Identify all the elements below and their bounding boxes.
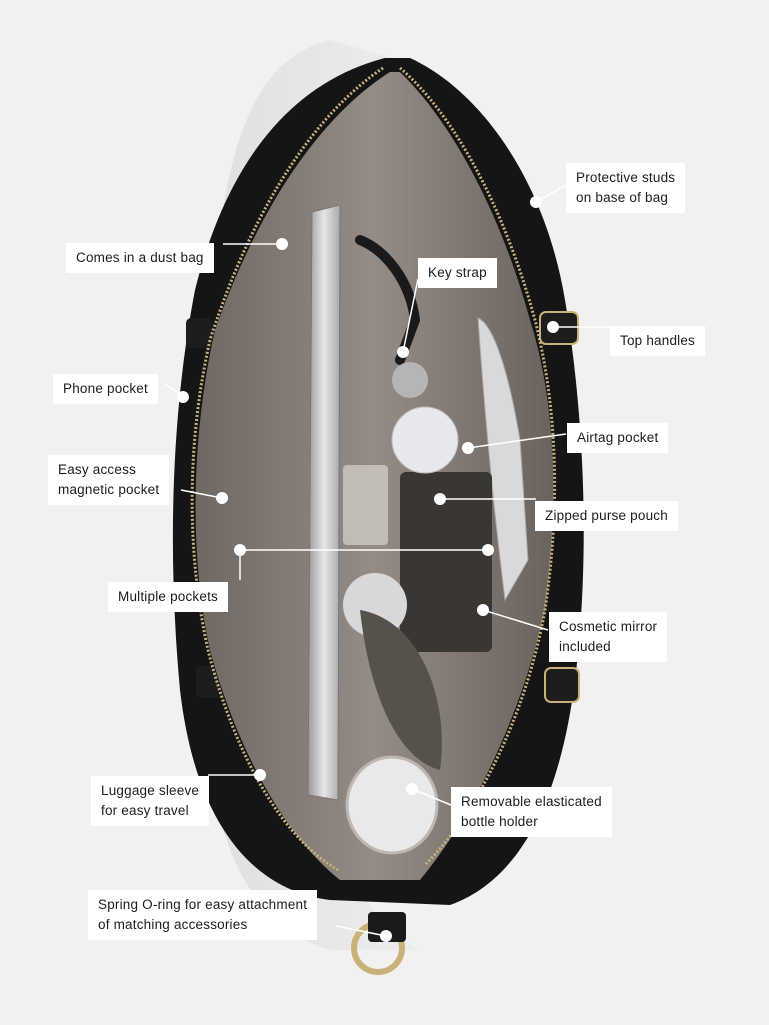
leader-lines <box>164 183 610 937</box>
callout-magnetic-pocket-line1: Easy access <box>58 462 136 477</box>
dot-o-ring <box>380 930 392 942</box>
callout-dots <box>177 196 559 942</box>
dot-phone-pocket <box>177 391 189 403</box>
key-strap <box>355 235 421 365</box>
dot-top-handles <box>547 321 559 333</box>
callout-luggage-sleeve-line1: Luggage sleeve <box>101 783 200 798</box>
callout-phone-pocket-text: Phone pocket <box>63 381 148 396</box>
bottle-holder <box>345 755 439 855</box>
dot-purse-pouch <box>434 493 446 505</box>
callout-cosmetic-mirror-line1: Cosmetic mirror <box>559 619 658 634</box>
callout-airtag-pocket-text: Airtag pocket <box>577 430 659 445</box>
callout-o-ring-line2: of matching accessories <box>98 917 248 932</box>
mirror-panel <box>477 317 529 602</box>
perfume-bottle <box>343 465 388 545</box>
callout-airtag-pocket: Airtag pocket <box>567 423 669 453</box>
dot-multiple-pockets-right <box>482 544 494 556</box>
dot-protective-studs <box>530 196 542 208</box>
callout-o-ring: Spring O-ring for easy attachment of mat… <box>88 890 318 940</box>
callout-multiple-pockets-text: Multiple pockets <box>118 589 218 604</box>
round-container <box>391 406 459 474</box>
callout-top-handles: Top handles <box>610 326 706 356</box>
callout-dust-bag-text: Comes in a dust bag <box>76 250 204 265</box>
dot-cosmetic-mirror <box>477 604 489 616</box>
callout-dust-bag: Comes in a dust bag <box>66 243 214 273</box>
callout-phone-pocket: Phone pocket <box>53 374 158 404</box>
dot-luggage-sleeve <box>254 769 266 781</box>
callout-magnetic-pocket-line2: magnetic pocket <box>58 482 160 497</box>
callout-o-ring-line1: Spring O-ring for easy attachment <box>98 897 308 912</box>
zipper-right <box>399 66 557 867</box>
callout-protective-studs: Protective studs on base of bag <box>566 163 686 213</box>
laptop <box>307 204 341 801</box>
callout-protective-studs-line2: on base of bag <box>576 190 669 205</box>
dot-bottle-holder <box>406 783 418 795</box>
callout-key-strap: Key strap <box>418 258 497 288</box>
callout-protective-studs-line1: Protective studs <box>576 170 676 185</box>
keys <box>392 362 428 398</box>
callout-cosmetic-mirror-line2: included <box>559 639 611 654</box>
callout-top-handles-text: Top handles <box>620 333 696 348</box>
dot-magnetic-pocket <box>216 492 228 504</box>
callout-bottle-holder-line2: bottle holder <box>461 814 538 829</box>
callout-magnetic-pocket: Easy access magnetic pocket <box>48 455 170 505</box>
dot-airtag-pocket <box>462 442 474 454</box>
dot-multiple-pockets-left <box>234 544 246 556</box>
callout-cosmetic-mirror: Cosmetic mirror included <box>549 612 668 662</box>
callout-multiple-pockets: Multiple pockets <box>108 582 228 612</box>
callout-bottle-holder: Removable elasticated bottle holder <box>451 787 612 837</box>
callout-bottle-holder-line1: Removable elasticated <box>461 794 602 809</box>
compact-mirror <box>343 573 407 637</box>
zipper-left <box>190 66 384 872</box>
dot-dust-bag <box>276 238 288 250</box>
handle-right-top <box>539 311 579 345</box>
callout-purse-pouch-text: Zipped purse pouch <box>545 508 668 523</box>
dot-key-strap <box>397 346 409 358</box>
purse-pouch <box>400 472 492 652</box>
callout-luggage-sleeve-line2: for easy travel <box>101 803 189 818</box>
callout-key-strap-text: Key strap <box>428 265 487 280</box>
umbrella <box>360 610 442 770</box>
handle-left-top <box>186 318 212 348</box>
handle-right-bottom <box>544 667 580 703</box>
callout-luggage-sleeve: Luggage sleeve for easy travel <box>91 776 210 826</box>
callout-purse-pouch: Zipped purse pouch <box>535 501 678 531</box>
